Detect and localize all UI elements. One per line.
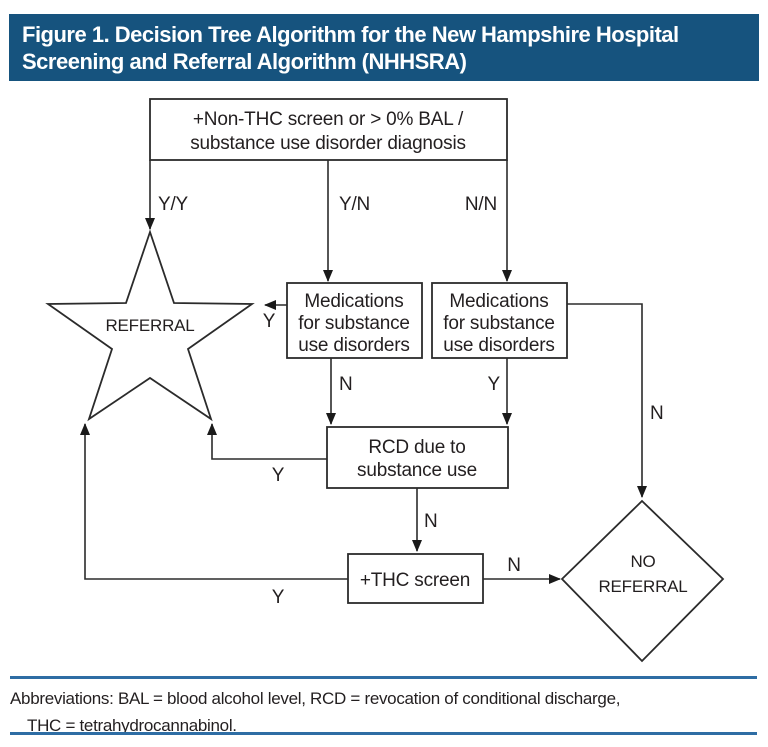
node-meds-right-text-line2: for substance [443,313,554,334]
edge-meds-right-to-no-referral [567,303,647,498]
edge-label-rcd-n: N [424,511,438,532]
node-thc-box [347,553,484,604]
edge-label-meds-right-n: N [650,403,664,424]
referral-star-shape [45,229,255,422]
node-thc-text: +THC screen [360,570,470,591]
figure-title-line1: Figure 1. Decision Tree Algorithm for th… [22,22,679,47]
footer-rule-bottom [10,732,757,735]
figure-title-line2: Screening and Referral Algorithm (NHHSRA… [22,49,467,74]
node-meds-left-text-line3: use disorders [298,335,409,356]
nodes [45,98,725,663]
node-rcd-text-line2: substance use [357,460,477,481]
abbreviations-note: Abbreviations: BAL = blood alcohol level… [10,685,750,739]
edge-label-meds-left-y: Y [263,311,276,332]
node-screen-text-line2: substance use disorder diagnosis [190,133,466,154]
edge-label-rcd-y: Y [272,465,285,486]
node-texts: +Non-THC screen or > 0% BAL / substance … [105,109,687,596]
edge-rcd-to-referral [207,423,327,460]
no-referral-diamond-shape [560,499,725,663]
figure-title-bar: Figure 1. Decision Tree Algorithm for th… [9,14,759,81]
abbreviations-line1: Abbreviations: BAL = blood alcohol level… [10,689,621,708]
node-meds-right-text-line1: Medications [449,291,548,312]
no-referral-text-line1: NO [630,552,655,571]
node-meds-left-box [286,282,423,359]
node-screen-text-line1: +Non-THC screen or > 0% BAL / [193,109,464,130]
edge-label-meds-right-y: Y [488,374,501,395]
edges [80,160,647,584]
edge-thc-to-referral [80,423,348,580]
node-rcd-box [326,426,509,489]
node-meds-right-text-line3: use disorders [443,335,554,356]
edge-label-nn: N/N [465,194,497,215]
edge-label-meds-left-n: N [339,374,353,395]
node-screen-box [149,98,508,161]
node-meds-left-text-line2: for substance [298,313,409,334]
edge-label-yy: Y/Y [158,194,189,215]
node-meds-right-box [431,282,568,359]
footer-rule-top [10,676,757,679]
node-rcd-text-line1: RCD due to [368,437,465,458]
node-meds-left-text-line1: Medications [304,291,403,312]
abbreviations-line2: THC = tetrahydrocannabinol. [27,716,237,735]
edge-labels: Y/Y Y/N N/N Y N Y N Y N N Y [158,194,664,608]
edge-label-yn: Y/N [339,194,370,215]
edge-label-thc-y: Y [272,587,285,608]
no-referral-text-line2: REFERRAL [598,577,687,596]
edge-label-thc-n: N [507,555,521,576]
referral-star-text: REFERRAL [105,316,194,335]
